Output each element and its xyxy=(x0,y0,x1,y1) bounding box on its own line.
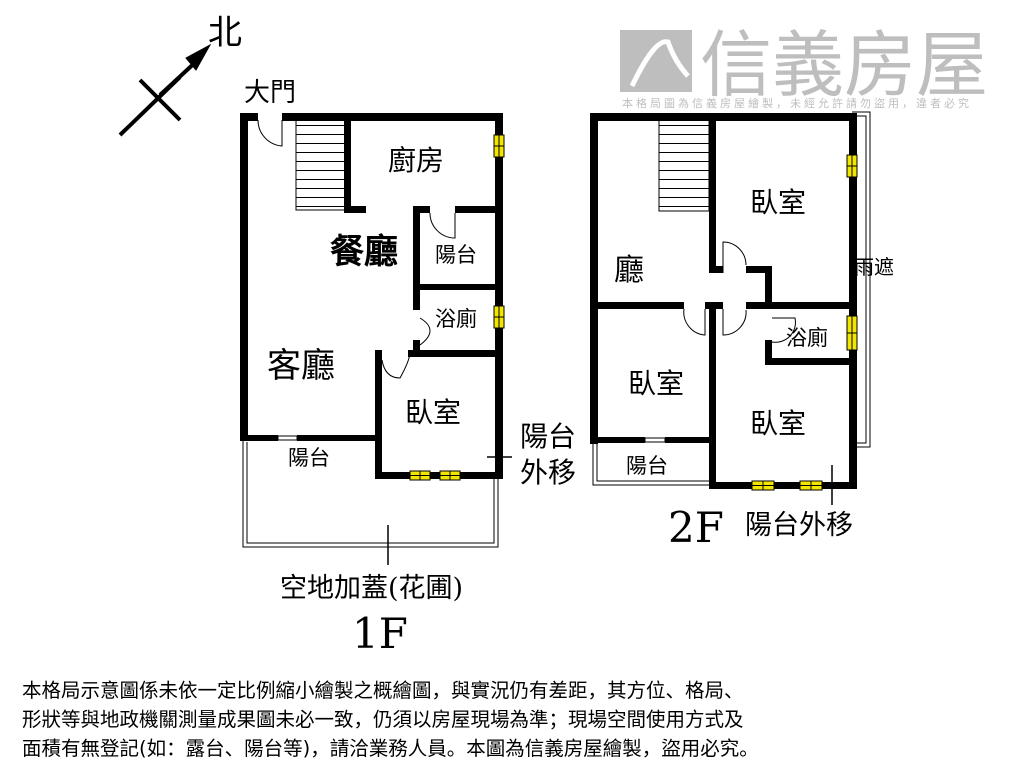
room-label-balcony-moved-2f: 陽台外移 xyxy=(745,510,853,541)
room-label-entrance: 大門 xyxy=(244,78,296,108)
floor-1-title: 1F xyxy=(352,609,408,658)
north-compass-icon xyxy=(118,43,212,137)
room-label-kitchen: 廚房 xyxy=(388,144,444,177)
disclaimer-line: 形狀等與地政機關測量成果圖未必一致，仍須以房屋現場為準；現場空間使用方式及 xyxy=(22,708,744,731)
watermark-notice: 本格局圖為信義房屋繪製，未經允許請勿盜用，違者必究 xyxy=(622,96,972,110)
room-label-balcony-moved-1: 陽台 xyxy=(520,420,576,453)
room-label-garden: 空地加蓋(花圃) xyxy=(280,573,463,604)
room-label-balcony-moved-2: 外移 xyxy=(520,456,576,489)
room-label-rain-shelter: 雨遮 xyxy=(854,255,894,279)
stairs-1f xyxy=(295,119,346,211)
room-label-bedroom-se: 臥室 xyxy=(750,407,806,440)
room-label-bedroom-ne: 臥室 xyxy=(750,186,806,219)
room-label-dining: 餐廳 xyxy=(330,232,398,272)
room-label-balcony-2f: 陽台 xyxy=(626,454,668,478)
room-label-bedroom: 臥室 xyxy=(405,396,461,429)
north-label: 北 xyxy=(208,13,242,53)
room-label-balcony: 陽台 xyxy=(288,446,330,470)
room-label-hall: 廳 xyxy=(614,253,644,288)
room-label-bathroom-2f: 浴廁 xyxy=(786,326,828,350)
floor-2-title: 2F xyxy=(668,503,724,552)
watermark-brand: 信義房屋 xyxy=(700,23,988,107)
room-label-bathroom: 浴廁 xyxy=(435,307,477,331)
disclaimer-line: 面積有無登記(如：露台、陽台等)，請洽業務人員。本圖為信義房屋繪製，盜用必究。 xyxy=(22,737,759,760)
disclaimer: 本格局示意圖係未依一定比例縮小繪製之概繪圖，與實況仍有差距，其方位、格局、 形狀… xyxy=(22,676,1012,763)
room-label-bedroom-w: 臥室 xyxy=(628,367,684,400)
stairs-2f xyxy=(658,119,710,212)
floor-1-plan: 大門 廚房 餐廳 陽台 浴廁 客廳 臥室 陽台 陽台 外移 空地加蓋(花圃) 1… xyxy=(240,78,576,658)
disclaimer-line: 本格局示意圖係未依一定比例縮小繪製之概繪圖，與實況仍有差距，其方位、格局、 xyxy=(22,679,744,702)
room-label-balcony-small: 陽台 xyxy=(435,243,477,267)
room-label-living: 客廳 xyxy=(267,346,335,386)
watermark: 信義房屋 本格局圖為信義房屋繪製，未經允許請勿盜用，違者必究 xyxy=(620,23,988,110)
floor-2-plan: 廳 臥室 雨遮 浴廁 臥室 臥室 陽台 陽台外移 2F xyxy=(590,111,894,552)
watermark-logo xyxy=(620,30,692,92)
